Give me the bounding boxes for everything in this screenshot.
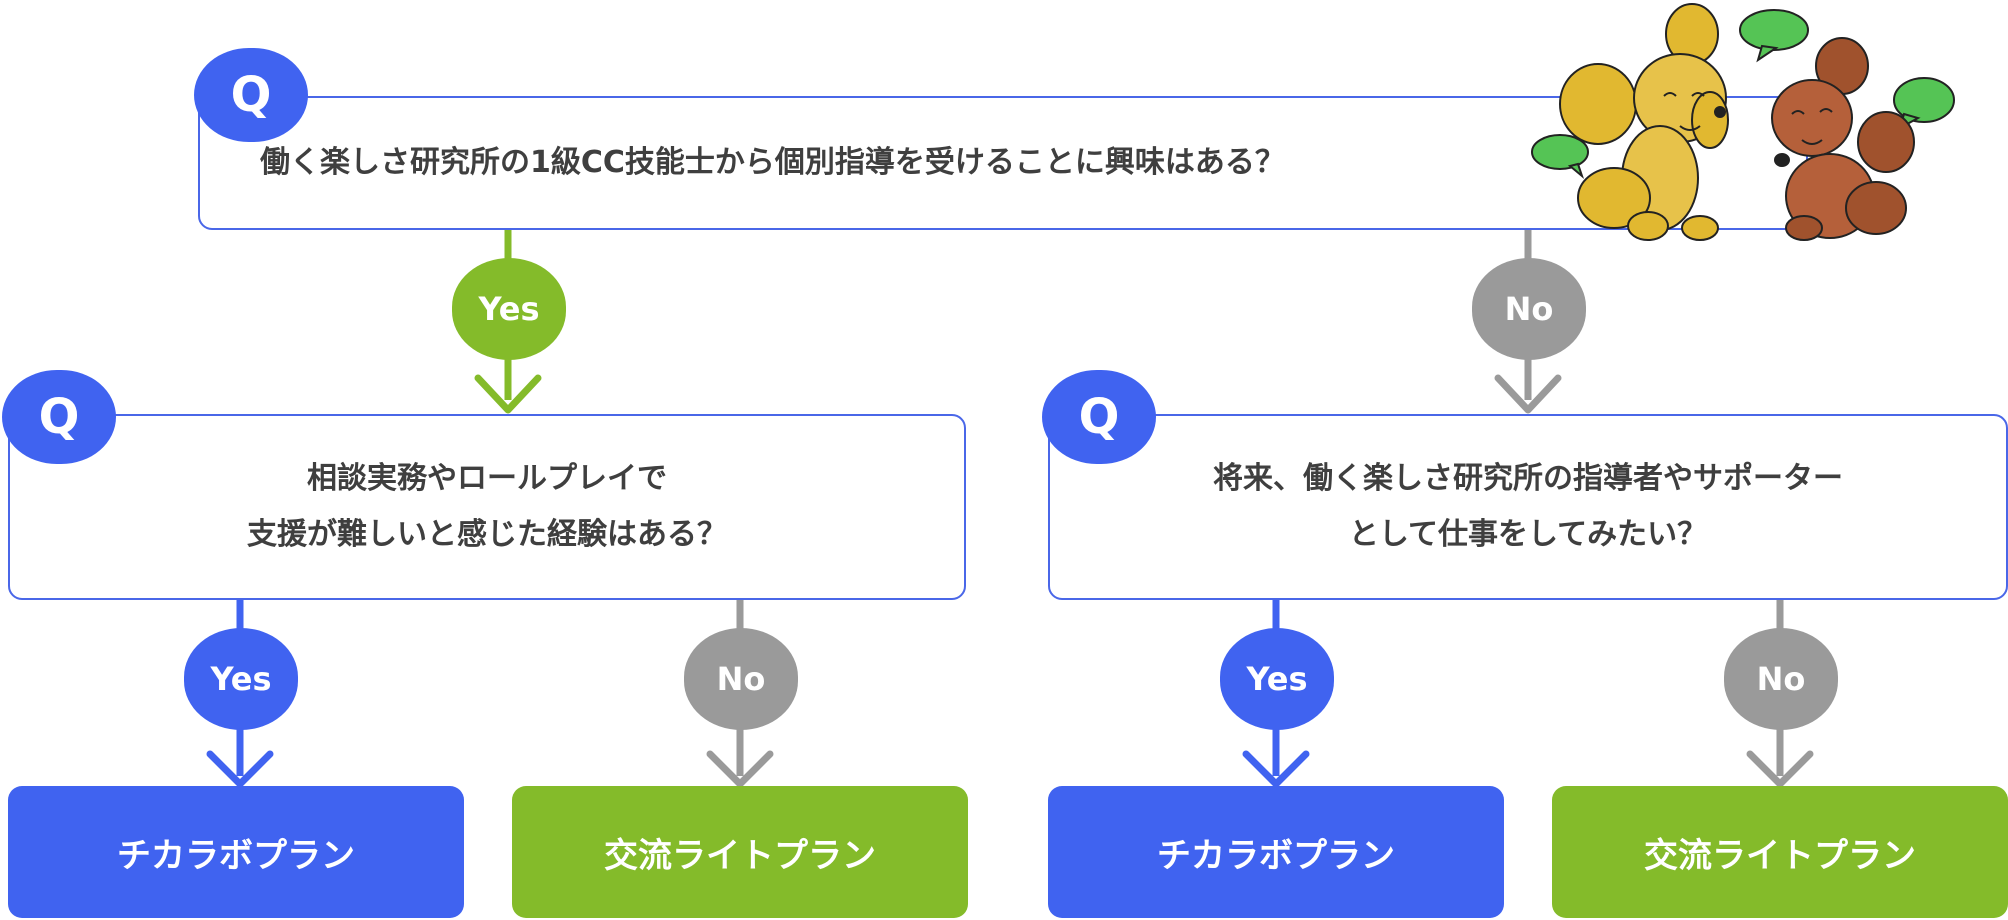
question-right-line1: 将来、働く楽しさ研究所の指導者やサポーター [1213,461,1843,496]
yellow-dog-icon [1559,3,1729,241]
question-left-line2: 支援が難しいと感じた経験はある？ [247,517,727,552]
question-left-line1: 相談実務やロールプレイで [307,461,667,496]
answer-no-left: No [684,628,798,730]
brown-dog-icon [1771,37,1915,241]
question-top-text: 働く楽しさ研究所の1級CC技能士から個別指導を受けることに興味はある？ [260,145,1285,180]
q-badge-right: Q [1042,370,1156,464]
dogs-illustration [1531,3,1955,241]
answer-yes-left: Yes [184,628,298,730]
question-top: 働く楽しさ研究所の1級CC技能士から個別指導を受けることに興味はある？ [198,96,1808,230]
answer-yes-right: Yes [1220,628,1334,730]
speech-bubble-icon [1531,134,1589,180]
question-right: 将来、働く楽しさ研究所の指導者やサポーター として仕事をしてみたい？ [1048,414,2008,600]
q-badge-left: Q [2,370,116,464]
plan-chikarabo-right: チカラボプラン [1048,786,1504,918]
answer-yes-top: Yes [452,258,566,360]
plan-chikarabo-left: チカラボプラン [8,786,464,918]
answer-no-top: No [1472,258,1586,360]
plan-koryu-right: 交流ライトプラン [1552,786,2008,918]
question-right-line2: として仕事をしてみたい？ [1348,517,1708,552]
question-left: 相談実務やロールプレイで 支援が難しいと感じた経験はある？ [8,414,966,600]
q-badge-top: Q [194,48,308,142]
speech-bubble-icon [1893,77,1955,131]
answer-no-right: No [1724,628,1838,730]
plan-koryu-left: 交流ライトプラン [512,786,968,918]
speech-bubble-icon [1739,9,1809,63]
